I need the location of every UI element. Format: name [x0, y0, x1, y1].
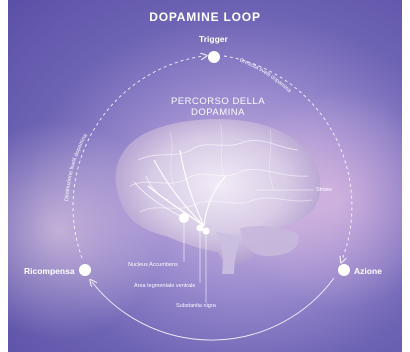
- brain-illustration: [115, 119, 321, 274]
- pathway-title: PERCORSO DELLA DOPAMINA: [128, 96, 308, 118]
- diagram-canvas: Crescita livelli dopamina Diminuzione li…: [8, 0, 402, 352]
- label-area-tegmentale: Area tegmentale ventrale: [134, 283, 196, 289]
- stage-ricompensa: Ricompensa: [24, 266, 75, 276]
- label-striato: Striato: [316, 187, 332, 193]
- node-azione: [338, 264, 350, 276]
- arc-ricompensa-trigger: [72, 56, 204, 259]
- stage-azione: Azione: [354, 266, 382, 276]
- loop-graphics: Crescita livelli dopamina Diminuzione li…: [64, 51, 353, 341]
- svg-text:Crescita livelli dopamina: Crescita livelli dopamina: [238, 57, 292, 94]
- label-nucleus-accumbens: Nucleus Accumbens: [128, 262, 178, 268]
- pathway-title-line1: PERCORSO DELLA: [170, 96, 266, 107]
- node-ricompensa: [79, 264, 91, 276]
- stage-trigger: Trigger: [199, 34, 228, 44]
- pathway-title-line2: DOPAMINA: [191, 107, 245, 118]
- diagram-title: DOPAMINE LOOP: [149, 10, 261, 24]
- label-diminuzione: Diminuzione livelli dopamina: [64, 132, 89, 201]
- arc-azione-ricompensa: [92, 277, 335, 341]
- svg-text:Diminuzione livelli dopamina: Diminuzione livelli dopamina: [64, 132, 89, 201]
- arc-trigger-azione: [223, 55, 353, 260]
- label-crescita: Crescita livelli dopamina: [238, 57, 292, 94]
- node-trigger: [208, 51, 220, 63]
- label-substantia-nigra: Substantia nigra: [176, 303, 216, 309]
